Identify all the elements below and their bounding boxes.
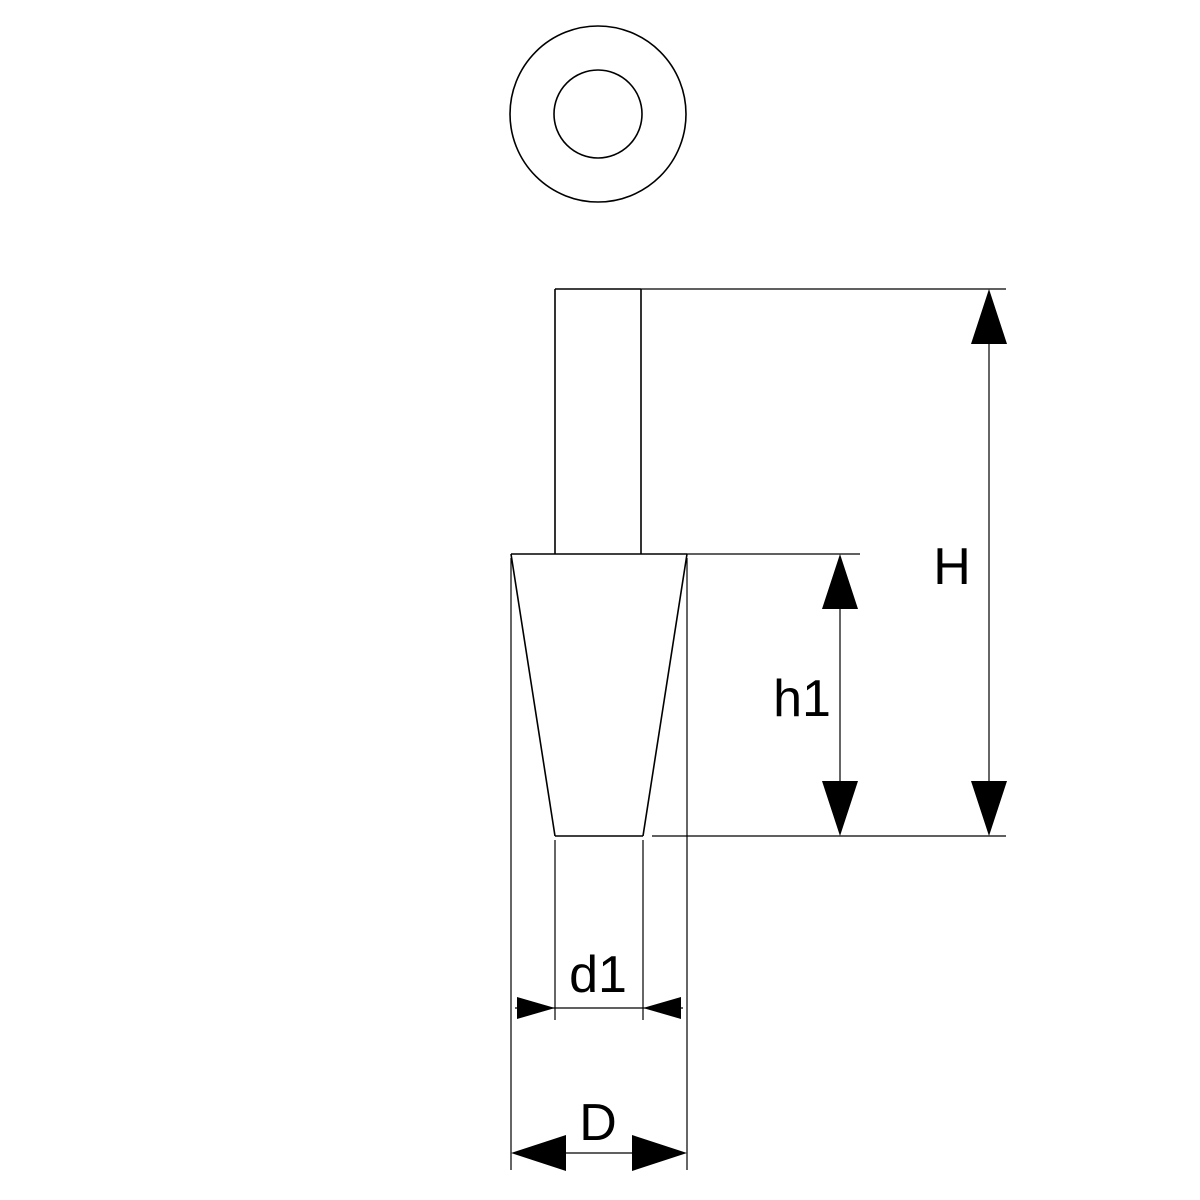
arrow-D-right — [632, 1135, 687, 1171]
dimension-H: H — [933, 289, 1007, 836]
cone-left-side — [510, 553, 556, 837]
side-view — [510, 288, 688, 837]
arrow-h1-bottom — [822, 781, 858, 836]
label-D: D — [579, 1094, 617, 1152]
arrow-D-left — [511, 1135, 566, 1171]
arrow-d1-left — [517, 997, 555, 1019]
arrow-H-top — [971, 289, 1007, 344]
arrow-h1-top — [822, 554, 858, 609]
label-d1: d1 — [569, 946, 627, 1004]
label-H: H — [933, 538, 971, 596]
extension-lines — [510, 288, 1006, 1170]
outer-circle — [509, 25, 687, 203]
inner-circle — [553, 69, 643, 159]
arrow-d1-right — [643, 997, 681, 1019]
dimension-h1: h1 — [773, 554, 858, 836]
top-view — [509, 25, 687, 203]
arrow-H-bottom — [971, 781, 1007, 836]
dimension-D: D — [511, 1094, 687, 1171]
dimension-d1: d1 — [515, 946, 683, 1019]
label-h1: h1 — [773, 670, 831, 728]
cone-right-side — [642, 553, 688, 837]
